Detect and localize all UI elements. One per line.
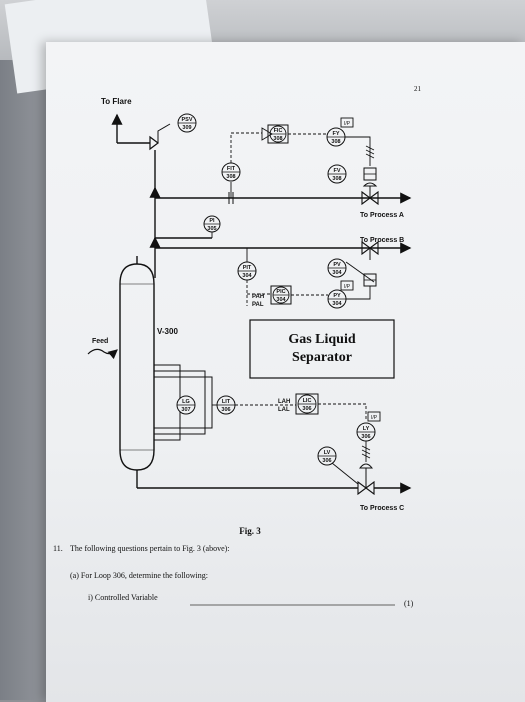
lit-number: 306 [221,407,230,413]
ly-number: 306 [361,434,370,440]
fv-valve-body [361,190,379,206]
to-flare-label: To Flare [101,97,132,106]
separator-title-box [249,319,395,379]
question-sub-i: i) Controlled Variable [88,593,158,602]
vessel-label: V-300 [157,327,178,336]
question-intro: The following questions pertain to Fig. … [70,544,230,553]
pit-number: 304 [242,273,252,279]
to-process-c-label: To Process C [360,505,404,512]
fy-top-letters: FY [332,131,339,137]
to-process-a-label: To Process A [360,212,404,219]
figure-caption: Fig. 3 [239,526,261,536]
lg-letters: LG [182,399,190,405]
question-number: 11. [53,544,63,553]
psv-number: 309 [182,125,191,131]
lv-actuator [358,463,374,469]
fit-number: 308 [226,174,235,180]
fv-number: 308 [332,176,341,182]
paper-sheet [46,42,525,702]
pah-label: PAH [252,294,264,300]
question-part-a: (a) For Loop 306, determine the followin… [70,571,208,580]
vessel-v300 [119,263,155,471]
lic-letters: LIC [303,398,312,404]
psv-letters: PSV [181,117,192,123]
lah-label: LAH [278,399,290,405]
fy-top-number: 308 [331,139,340,145]
separator-title-line2: Separator [292,350,352,365]
py-number: 304 [332,301,342,307]
py-letters: PY [333,293,341,299]
pic-number: 304 [276,297,286,303]
fv-letters: FV [333,168,340,174]
lg-number: 307 [181,407,190,413]
lv-number: 306 [322,458,331,464]
ip-top-box [340,117,354,128]
lic-number: 306 [302,406,311,412]
pi-letters: PI [209,218,215,224]
separator-title-line1: Gas Liquid [288,332,356,347]
pv-valve-body [361,240,379,256]
lv-valve-body [357,480,375,496]
fit-letters: FIT [227,166,236,172]
pic-letters: PIC [276,289,285,295]
fic-number: 308 [273,136,282,142]
lal-label: LAL [278,407,290,413]
pv-letters: PV [333,262,341,268]
page-number: 21 [414,85,422,93]
pv-number: 304 [332,270,342,276]
pal-label: PAL [252,302,264,308]
ip-top-label: I/P [344,121,351,127]
feed-label: Feed [92,338,108,345]
ip-mid-label: I/P [344,284,351,290]
psv-spring [157,123,171,143]
ip-low-box [367,411,381,422]
pit-letters: PIT [243,265,252,271]
lv-letters: LV [324,450,331,456]
lit-letters: LIT [222,399,231,405]
fit-signal-line [230,132,262,163]
psv-valve-body [149,135,159,151]
fic-letters: FIC [274,128,283,134]
pi-number: 305 [207,226,216,232]
feed-arrow [87,348,118,360]
fv-actuator [362,182,378,187]
to-process-b-label: To Process B [360,237,404,244]
marks-label: (1) [404,599,414,608]
ly-letters: LY [363,426,370,432]
ip-low-label: I/P [371,415,378,421]
ip-mid-box [340,280,354,291]
